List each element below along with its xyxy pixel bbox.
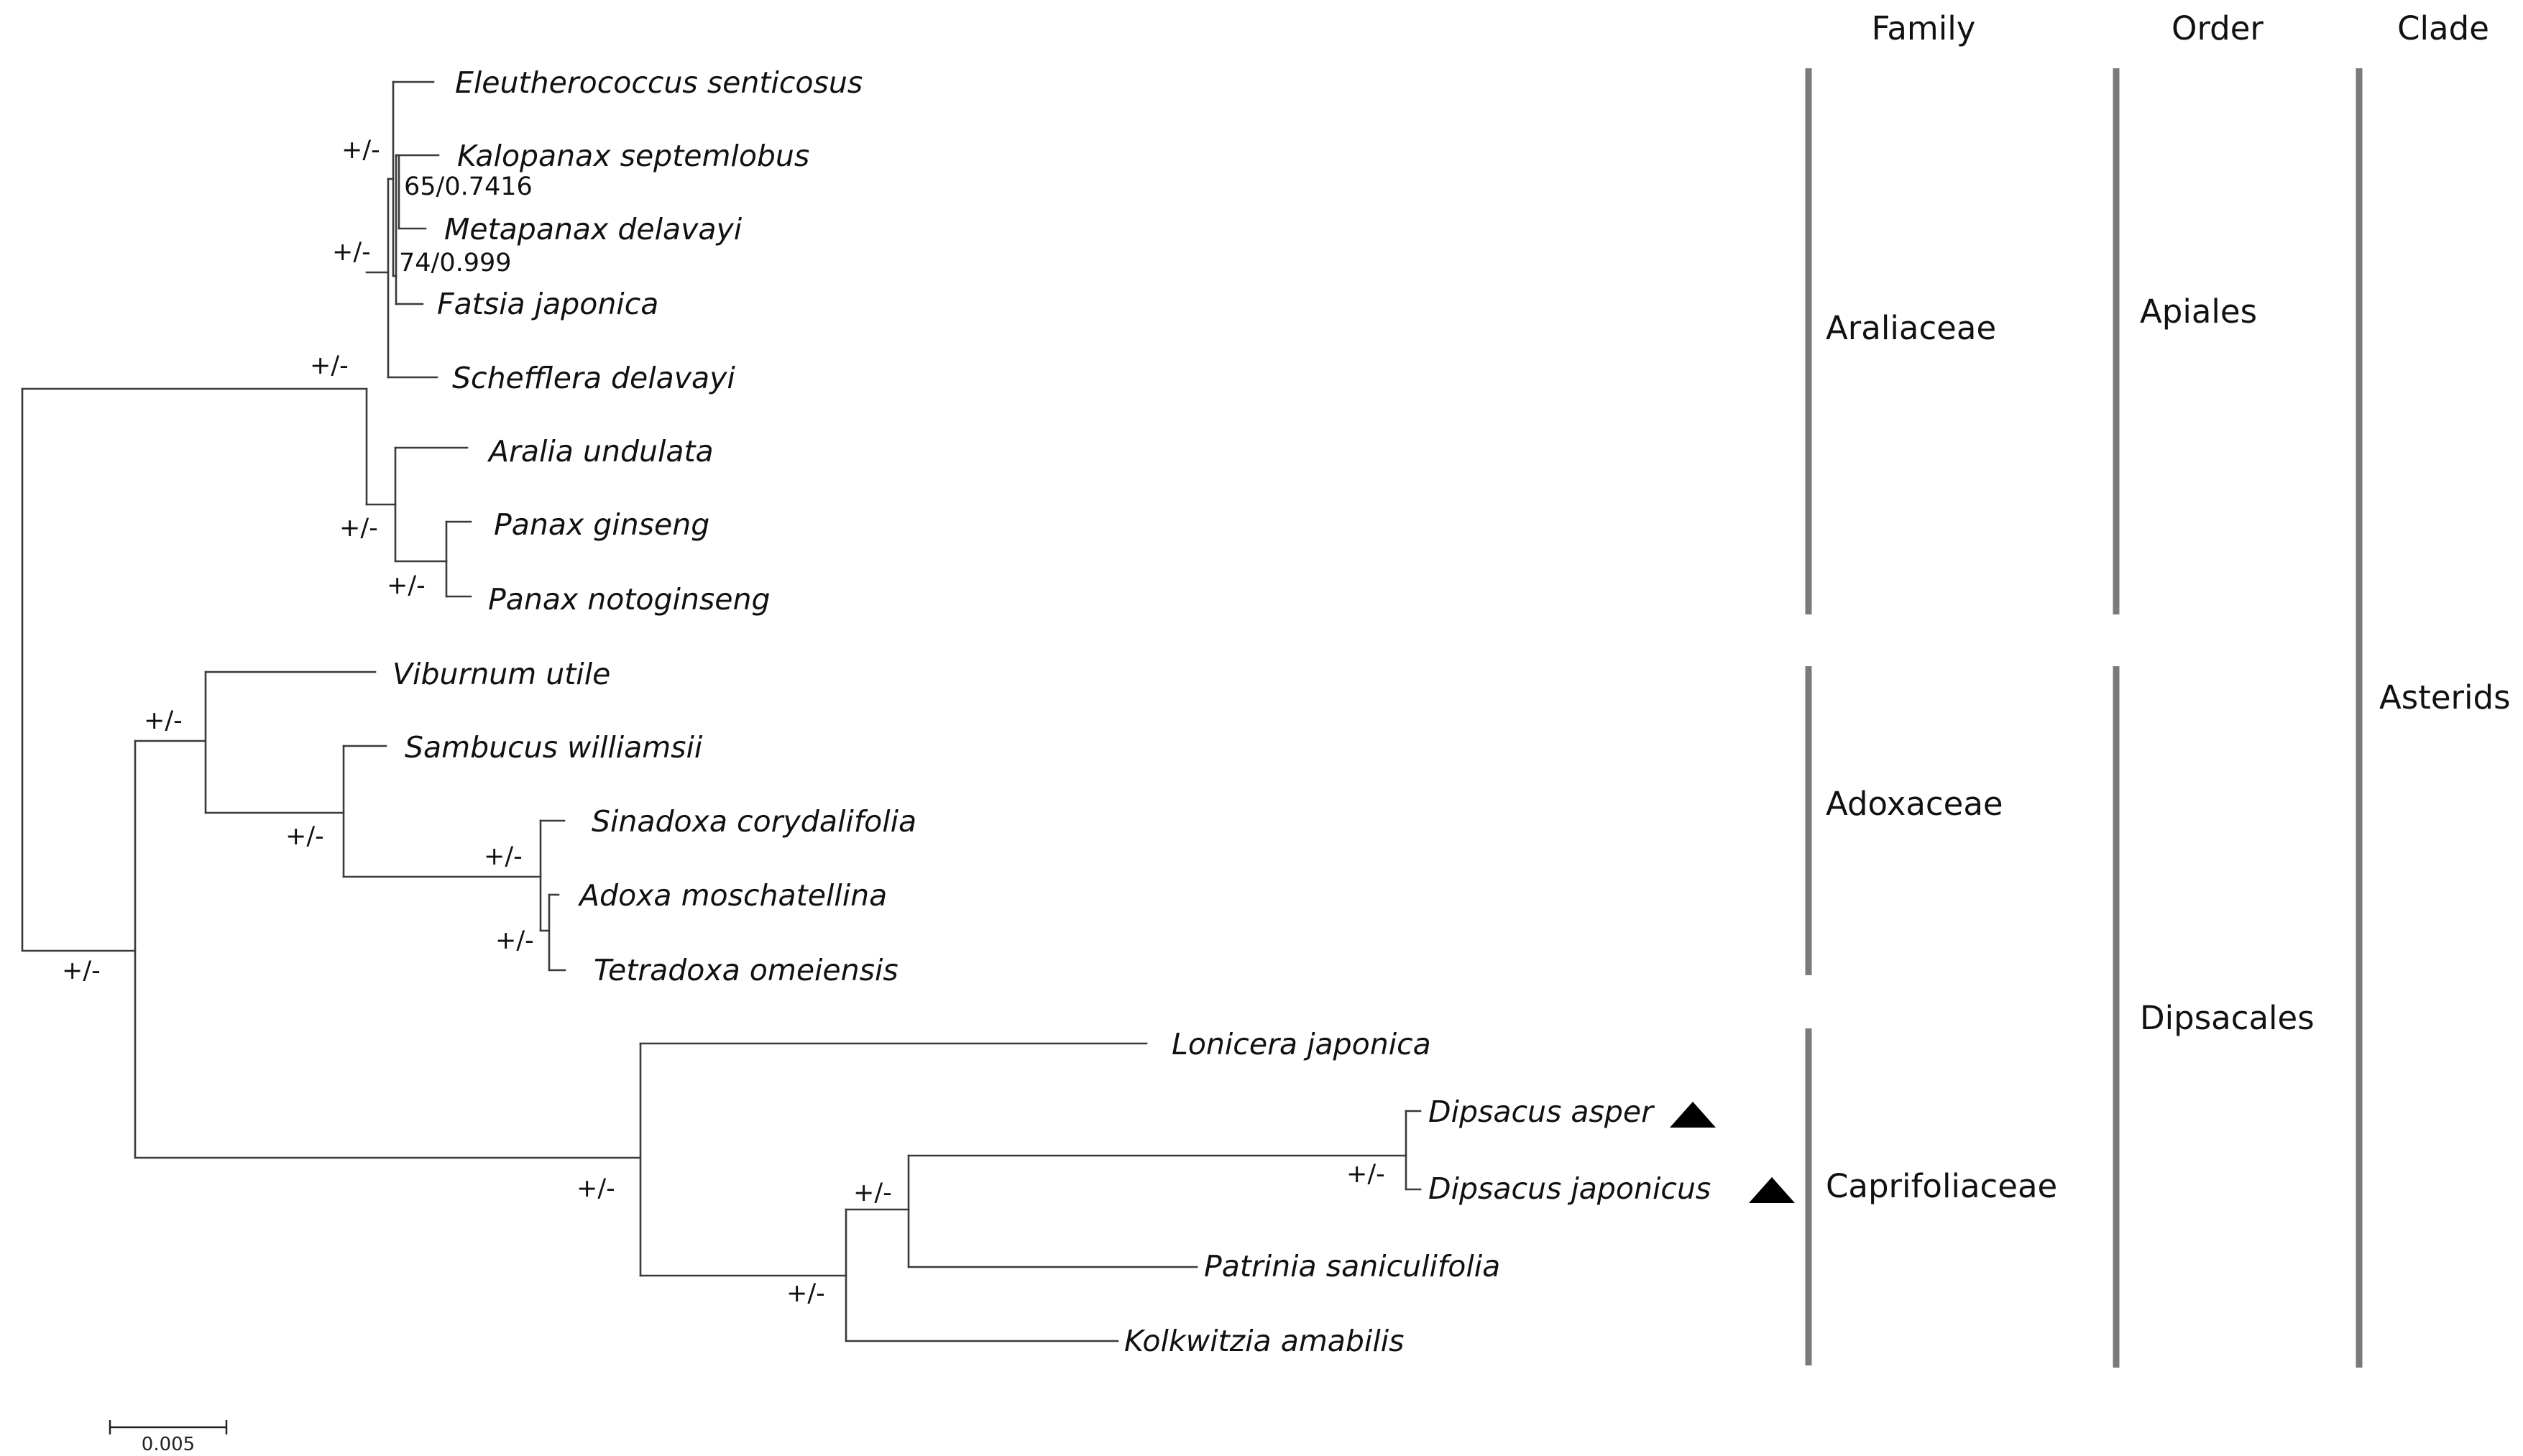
tree-branches bbox=[21, 80, 1422, 1342]
support-value: +/- bbox=[62, 957, 101, 985]
order-header: Order bbox=[2172, 9, 2264, 47]
family-header: Family bbox=[1872, 9, 1976, 47]
taxon-label: Metapanax delavayi bbox=[444, 212, 743, 246]
taxon-label: Fatsia japonica bbox=[437, 287, 658, 321]
taxon-label: Panax notoginseng bbox=[488, 582, 770, 617]
triangle-marker-icon bbox=[1749, 1177, 1795, 1203]
taxon-label: Kolkwitzia amabilis bbox=[1124, 1324, 1404, 1358]
taxon-label: Patrinia saniculifolia bbox=[1204, 1249, 1500, 1284]
classification-bars bbox=[1805, 68, 2363, 1368]
support-value: +/- bbox=[484, 842, 523, 871]
support-value: +/- bbox=[339, 514, 378, 543]
support-value: 74/0.999 bbox=[399, 249, 512, 277]
family-label: Caprifoliaceae bbox=[1826, 1167, 2057, 1205]
support-value: +/- bbox=[144, 706, 183, 735]
taxon-label: Dipsacus japonicus bbox=[1428, 1171, 1711, 1206]
order-label: Dipsacales bbox=[2140, 999, 2315, 1037]
taxon-label: Dipsacus asper bbox=[1428, 1095, 1655, 1129]
taxon-label: Sambucus williamsii bbox=[405, 730, 703, 765]
taxon-label: Lonicera japonica bbox=[1172, 1027, 1431, 1061]
classification-headers: Family Order Clade bbox=[1872, 9, 2489, 47]
triangle-marker-icon bbox=[1670, 1102, 1716, 1128]
support-value: 65/0.7416 bbox=[404, 172, 533, 201]
support-value: +/- bbox=[332, 238, 371, 267]
highlight-markers bbox=[1670, 1102, 1795, 1203]
support-value: +/- bbox=[786, 1279, 825, 1308]
clade-header: Clade bbox=[2397, 9, 2489, 47]
support-value: +/- bbox=[576, 1174, 615, 1203]
taxon-label: Sinadoxa corydalifolia bbox=[592, 804, 916, 839]
support-value: +/- bbox=[387, 571, 426, 600]
family-label: Araliaceae bbox=[1826, 309, 1996, 347]
scale-bar: 0.005 bbox=[109, 1420, 228, 1455]
support-value: +/- bbox=[285, 822, 324, 851]
classification-labels: Araliaceae Adoxaceae Caprifoliaceae Apia… bbox=[1826, 292, 2511, 1205]
support-value: +/- bbox=[310, 351, 349, 380]
taxon-label: Tetradoxa omeiensis bbox=[594, 953, 899, 987]
order-label: Apiales bbox=[2140, 292, 2257, 331]
taxon-label: Aralia undulata bbox=[487, 434, 714, 469]
support-value: +/- bbox=[1346, 1160, 1385, 1189]
taxon-label: Kalopanax septemlobus bbox=[457, 139, 809, 173]
support-value: +/- bbox=[495, 926, 534, 955]
taxon-label: Schefflera delavayi bbox=[452, 361, 735, 395]
taxon-label: Eleutherococcus senticosus bbox=[455, 65, 863, 100]
taxon-label: Panax ginseng bbox=[494, 507, 709, 542]
family-label: Adoxaceae bbox=[1826, 785, 2003, 823]
scale-bar-label: 0.005 bbox=[142, 1434, 195, 1455]
support-value: +/- bbox=[853, 1179, 892, 1207]
clade-label: Asterids bbox=[2379, 678, 2511, 717]
taxon-label: Adoxa moschatellina bbox=[577, 878, 887, 913]
support-values: +/- 65/0.7416 +/- 74/0.999 +/- +/- +/- +… bbox=[62, 136, 1385, 1308]
taxon-labels: Eleutherococcus senticosus Kalopanax sep… bbox=[392, 65, 1711, 1358]
taxon-label: Viburnum utile bbox=[392, 657, 610, 691]
support-value: +/- bbox=[341, 136, 380, 165]
